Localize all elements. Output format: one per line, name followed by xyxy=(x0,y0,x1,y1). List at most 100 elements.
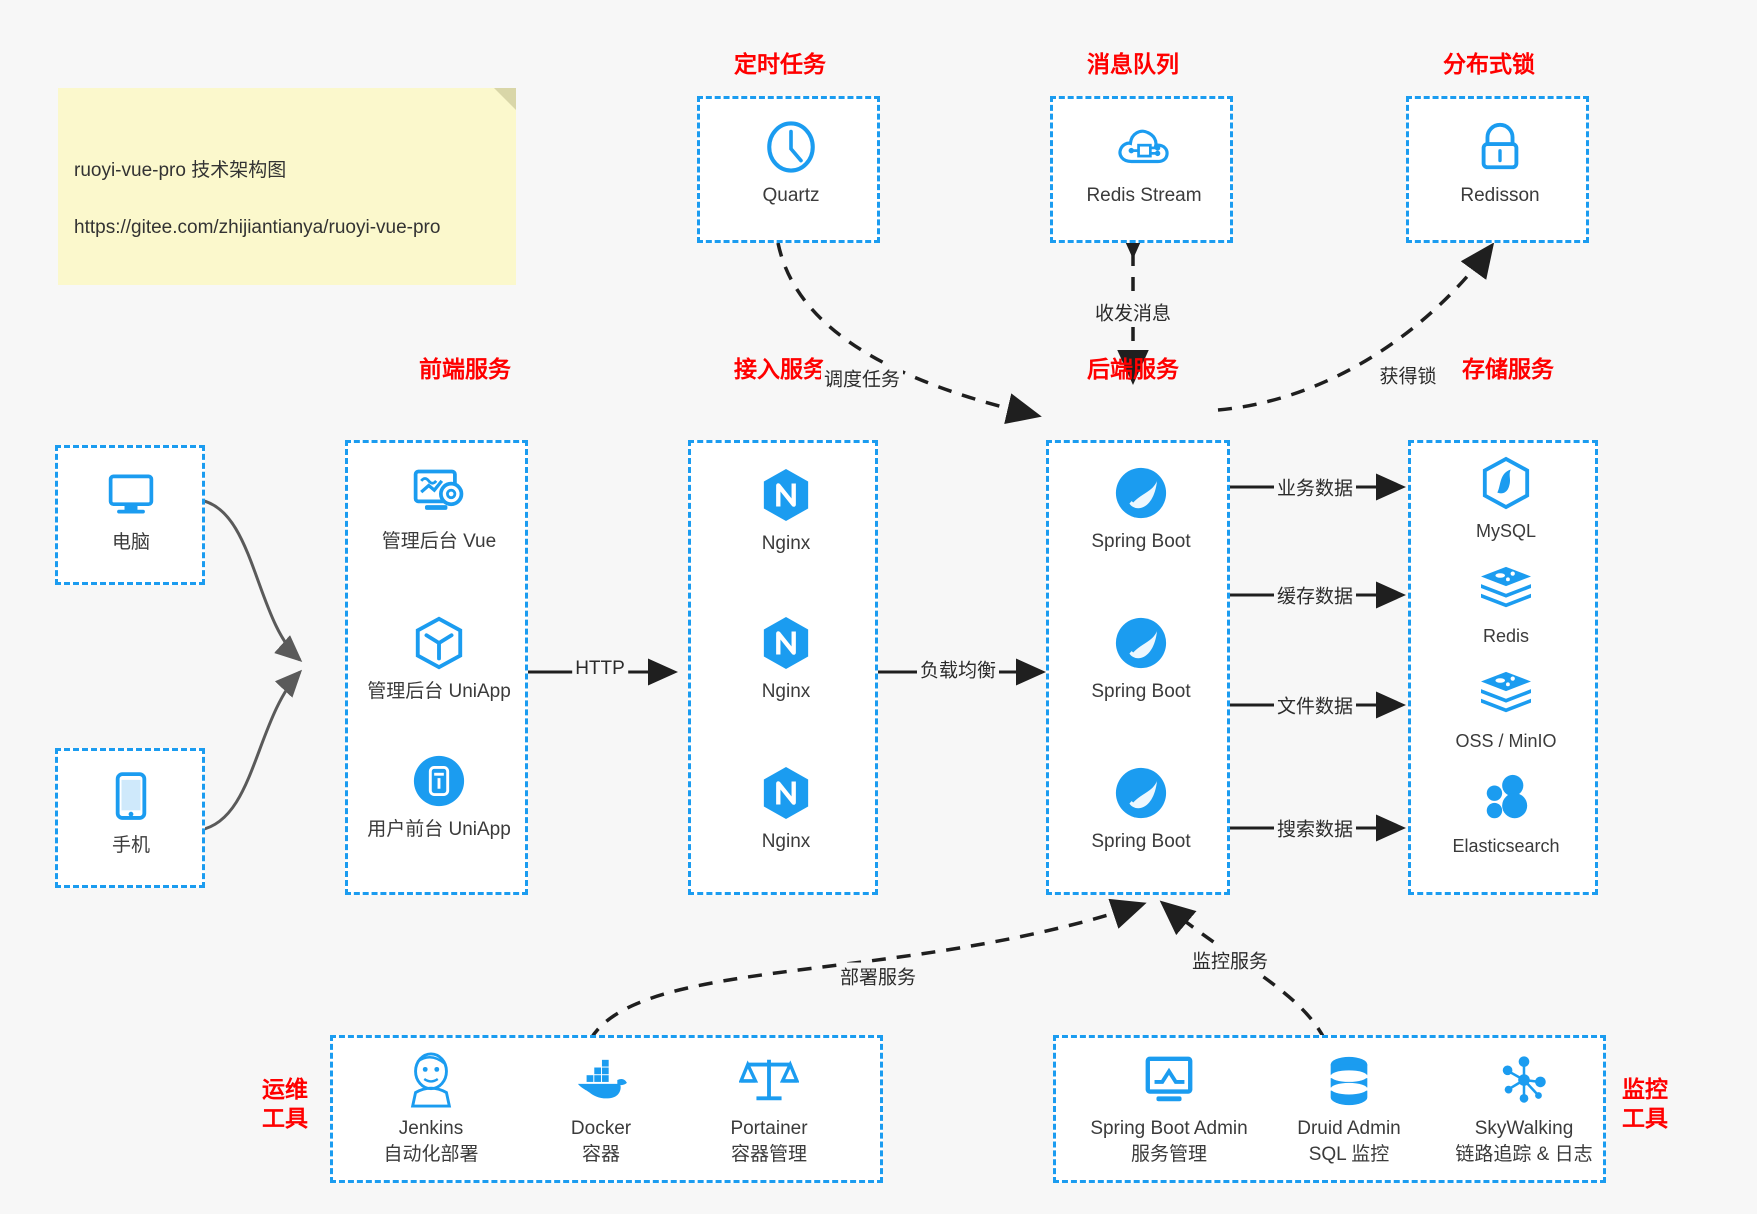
node-label: SkyWalking 链路追踪 & 日志 xyxy=(1455,1118,1593,1165)
node-label: Nginx xyxy=(761,681,811,702)
node-user-uniapp[interactable]: 用户前台 UniApp xyxy=(359,749,519,843)
edge-label-deploy-service: 部署服务 xyxy=(836,962,920,990)
node-label: 用户前台 UniApp xyxy=(367,819,511,840)
node-label: Redisson xyxy=(1460,185,1540,206)
node-label: Spring Boot xyxy=(1091,681,1191,702)
edge-label-monitor-service: 监控服务 xyxy=(1188,946,1272,974)
node-spring-boot-admin[interactable]: Spring Boot Admin 服务管理 xyxy=(1069,1048,1269,1167)
node-portainer[interactable]: Portainer 容器管理 xyxy=(689,1048,849,1167)
node-label: Redis xyxy=(1482,626,1530,646)
scales-icon xyxy=(689,1048,849,1112)
database-icon xyxy=(1259,1048,1439,1112)
node-label: Druid Admin SQL 监控 xyxy=(1297,1118,1401,1165)
group-box-lock: Redisson xyxy=(1406,96,1589,243)
node-oss-minio[interactable]: OSS / MinIO xyxy=(1426,661,1586,753)
diagram-note: ruoyi-vue-pro 技术架构图 https://gitee.com/zh… xyxy=(58,88,516,285)
node-elasticsearch[interactable]: Elasticsearch xyxy=(1426,766,1586,858)
node-spring-boot-2[interactable]: Spring Boot xyxy=(1061,611,1221,705)
node-label: 手机 xyxy=(111,835,150,856)
dashboard-gear-icon xyxy=(359,461,519,525)
group-box-storage: MySQL Redis xyxy=(1408,440,1598,895)
docker-icon xyxy=(521,1048,681,1112)
edge-label-send-receive-msg: 收发消息 xyxy=(1091,298,1175,326)
node-redis-stream[interactable]: Redis Stream xyxy=(1064,115,1224,209)
mysql-icon xyxy=(1426,451,1586,515)
node-label: Portainer 容器管理 xyxy=(730,1118,808,1165)
oss-stack-icon xyxy=(1426,661,1586,725)
node-label: Elasticsearch xyxy=(1452,836,1560,856)
note-line-url: https://gitee.com/zhijiantianya/ruoyi-vu… xyxy=(74,217,441,238)
nginx-icon xyxy=(706,761,866,825)
nginx-icon xyxy=(706,463,866,527)
group-title-mq: 消息队列 xyxy=(1087,51,1179,77)
node-nginx-2[interactable]: Nginx xyxy=(706,611,866,705)
group-box-monitor: Spring Boot Admin 服务管理 Druid Admin SQL 监… xyxy=(1053,1035,1606,1183)
group-box-scheduler: Quartz xyxy=(697,96,880,243)
edge-label-business-data: 业务数据 xyxy=(1273,473,1357,501)
node-pc[interactable]: 电脑 xyxy=(51,462,211,556)
note-fold-corner xyxy=(494,88,516,110)
node-spring-boot-1[interactable]: Spring Boot xyxy=(1061,461,1221,555)
nginx-icon xyxy=(706,611,866,675)
edge-label-http: HTTP xyxy=(572,658,628,680)
node-mysql[interactable]: MySQL xyxy=(1426,451,1586,543)
spring-icon xyxy=(1061,761,1221,825)
group-box-mq: Redis Stream xyxy=(1050,96,1233,243)
node-quartz[interactable]: Quartz xyxy=(711,115,871,209)
group-title-gateway: 接入服务 xyxy=(734,356,826,382)
node-label: MySQL xyxy=(1475,521,1536,541)
node-label: Spring Boot xyxy=(1091,531,1191,552)
node-label: 管理后台 Vue xyxy=(381,531,497,552)
group-title-backend: 后端服务 xyxy=(1087,356,1179,382)
edge-label-file-data: 文件数据 xyxy=(1273,691,1357,719)
node-label: 电脑 xyxy=(111,532,150,553)
node-redisson[interactable]: Redisson xyxy=(1420,115,1580,209)
node-label: Docker 容器 xyxy=(570,1118,632,1165)
node-nginx-1[interactable]: Nginx xyxy=(706,463,866,557)
node-phone[interactable]: 手机 xyxy=(51,765,211,859)
edge-label-schedule-task: 调度任务 xyxy=(820,364,904,392)
node-label: Redis Stream xyxy=(1086,185,1202,206)
group-box-backend: Spring Boot Spring Boot Spring Boot xyxy=(1046,440,1230,895)
desktop-icon xyxy=(51,462,211,526)
node-redis[interactable]: Redis xyxy=(1426,556,1586,648)
group-title-devops: 运维 工具 xyxy=(262,1076,308,1131)
node-label: Spring Boot Admin 服务管理 xyxy=(1090,1118,1248,1165)
clock-icon xyxy=(711,115,871,179)
node-label: Jenkins 自动化部署 xyxy=(383,1118,479,1165)
group-title-scheduler: 定时任务 xyxy=(734,51,826,77)
node-admin-vue[interactable]: 管理后台 Vue xyxy=(359,461,519,555)
node-admin-uniapp[interactable]: 管理后台 UniApp xyxy=(359,611,519,705)
group-title-monitor: 监控 工具 xyxy=(1622,1076,1668,1131)
group-title-lock: 分布式锁 xyxy=(1443,51,1535,77)
node-skywalking[interactable]: SkyWalking 链路追踪 & 日志 xyxy=(1434,1048,1614,1167)
monitor-chart-icon xyxy=(1069,1048,1269,1112)
mobile-app-icon xyxy=(359,749,519,813)
edge-label-search-data: 搜索数据 xyxy=(1273,814,1357,842)
node-label: 管理后台 UniApp xyxy=(367,681,511,702)
spring-icon xyxy=(1061,611,1221,675)
node-jenkins[interactable]: Jenkins 自动化部署 xyxy=(351,1048,511,1167)
node-label: Nginx xyxy=(761,831,811,852)
node-spring-boot-3[interactable]: Spring Boot xyxy=(1061,761,1221,855)
network-nodes-icon xyxy=(1434,1048,1614,1112)
node-label: OSS / MinIO xyxy=(1455,731,1557,751)
node-label: Spring Boot xyxy=(1091,831,1191,852)
edge-label-acquire-lock: 获得锁 xyxy=(1376,361,1440,389)
note-line-title: ruoyi-vue-pro 技术架构图 xyxy=(74,160,287,181)
phone-icon xyxy=(51,765,211,829)
group-title-storage: 存储服务 xyxy=(1462,356,1554,382)
group-title-frontend: 前端服务 xyxy=(419,356,511,382)
node-label: Nginx xyxy=(761,533,811,554)
group-box-devops: Jenkins 自动化部署 Dock xyxy=(330,1035,883,1183)
redis-stack-icon xyxy=(1426,556,1586,620)
node-docker[interactable]: Docker 容器 xyxy=(521,1048,681,1167)
group-box-frontend: 管理后台 Vue 管理后台 UniApp 用户前台 UniApp xyxy=(345,440,528,895)
node-nginx-3[interactable]: Nginx xyxy=(706,761,866,855)
lock-icon xyxy=(1420,115,1580,179)
node-druid-admin[interactable]: Druid Admin SQL 监控 xyxy=(1259,1048,1439,1167)
group-box-gateway: Nginx Nginx Nginx xyxy=(688,440,878,895)
node-label: Quartz xyxy=(762,185,820,206)
edge-label-cache-data: 缓存数据 xyxy=(1273,581,1357,609)
